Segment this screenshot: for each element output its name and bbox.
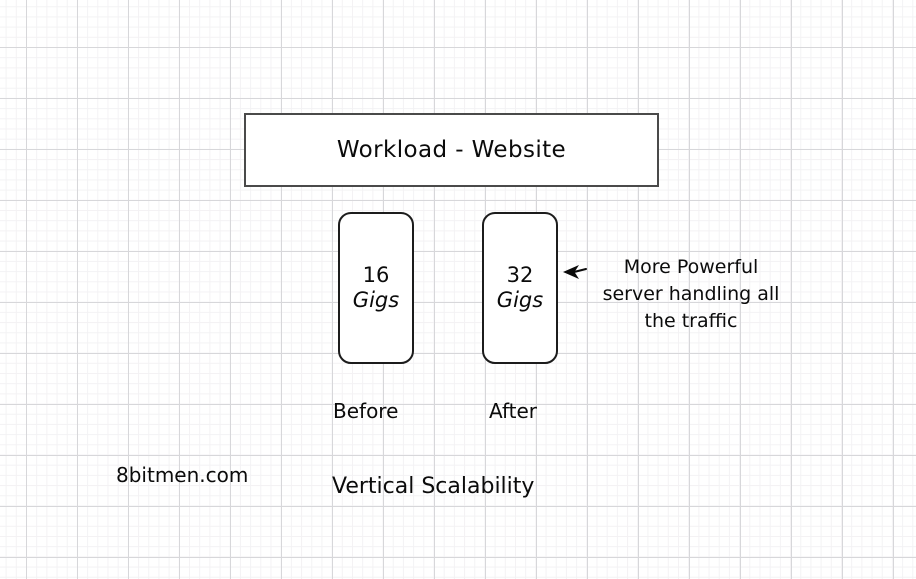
watermark-label: 8bitmen.com [116, 463, 249, 487]
annotation-text: More Powerful server handling all the tr… [583, 254, 799, 335]
server-unit-after: Gigs [496, 288, 544, 312]
annotation-line-3: the traffic [644, 309, 738, 332]
left-arrow-icon [560, 258, 596, 286]
diagram-caption: Vertical Scalability [332, 474, 535, 499]
server-size-before: 16 [362, 263, 390, 288]
workload-title-box: Workload - Website [244, 113, 659, 187]
server-box-before: 16 Gigs [338, 212, 414, 364]
annotation-line-1: More Powerful [623, 256, 759, 278]
annotation-line-2: server handling all [602, 282, 780, 305]
workload-title-label: Workload - Website [336, 137, 567, 163]
phase-label-before: Before [333, 399, 399, 423]
phase-label-after: After [489, 399, 538, 423]
server-size-after: 32 [506, 263, 534, 288]
server-unit-before: Gigs [352, 288, 400, 312]
server-box-after: 32 Gigs [482, 212, 558, 364]
